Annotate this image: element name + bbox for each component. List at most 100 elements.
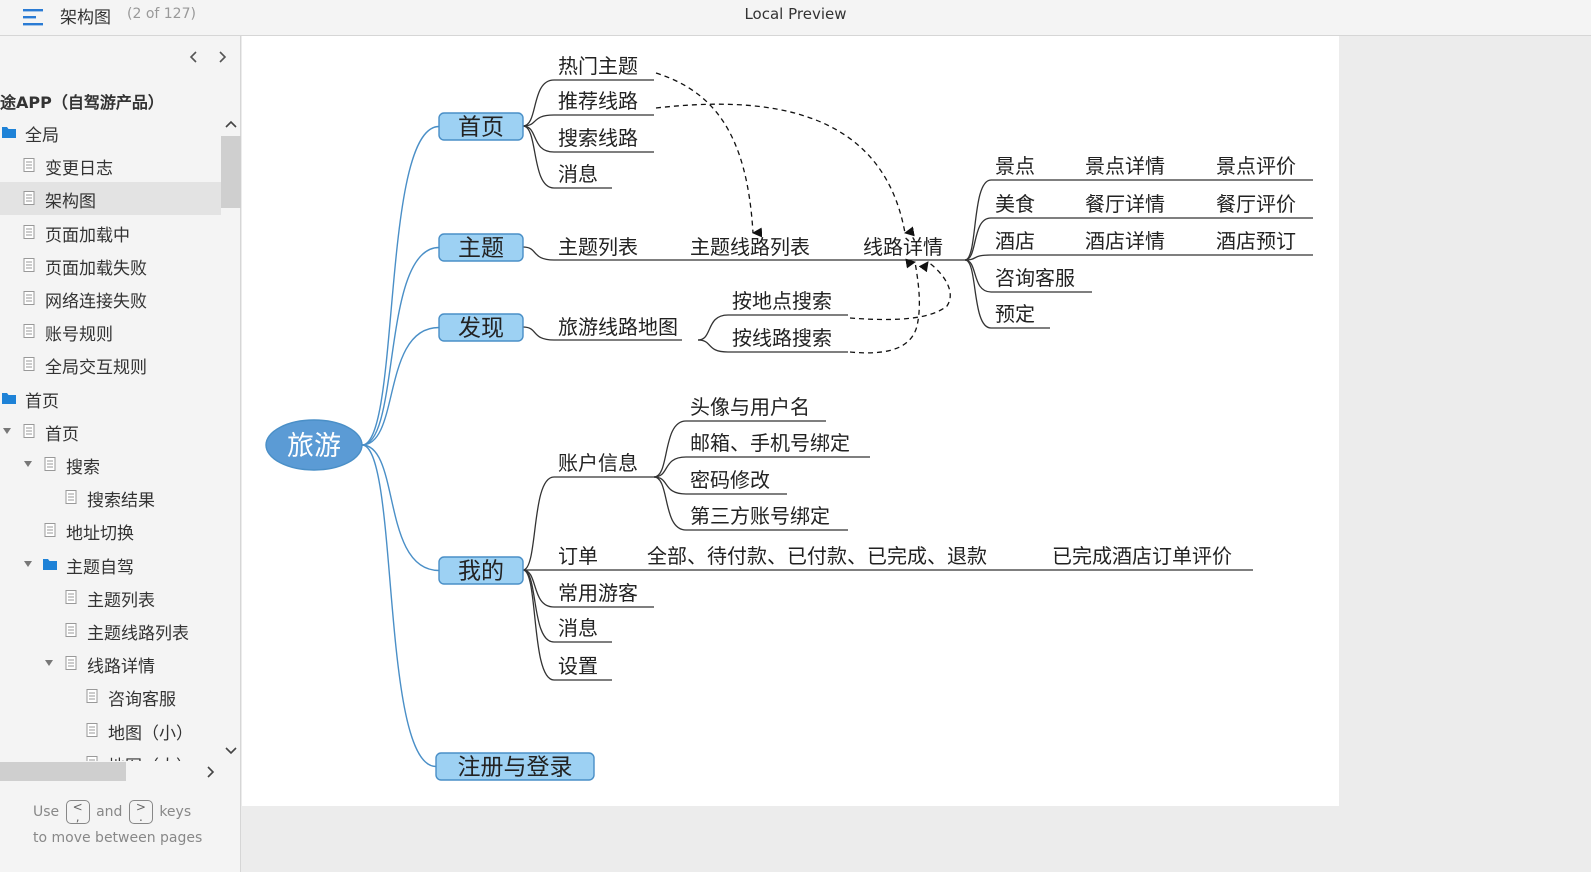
connector-line [522,326,555,341]
page-tree: 全局变更日志架构图页面加载中页面加载失败网络连接失败账号规则全局交互规则首页首页… [0,116,221,761]
tree-item-label: 地址切换 [66,524,134,545]
page-icon [23,257,35,272]
expand-caret-icon[interactable] [45,660,53,667]
expand-caret-icon[interactable] [24,560,32,567]
tree-item-11[interactable]: 搜索结果 [0,481,221,514]
leaf-connector [653,456,687,478]
leaf-connector [522,125,555,189]
previous-page-button[interactable] [185,46,203,68]
page-icon [23,224,35,239]
folder-icon [2,127,16,138]
leaf-connector [697,314,729,341]
branch-connector [361,326,440,446]
tree-item-7[interactable]: 全局交互规则 [0,348,221,381]
node-label: 头像与用户名 [690,395,810,419]
node-label: 主题列表 [558,235,638,259]
node-label: 密码修改 [690,468,770,492]
node-label: 线路详情 [863,235,943,259]
scroll-up-icon[interactable] [224,118,238,132]
page-icon [65,623,77,637]
node-label: 餐厅详情 [1085,192,1165,216]
branch-node-topic-label: 主题 [458,236,504,262]
tree-item-1[interactable]: 变更日志 [0,149,221,182]
dashed-arrow [655,72,763,238]
expand-caret-icon[interactable] [3,427,11,434]
tree-item-label: 主题线路列表 [87,624,189,644]
tree-item-15[interactable]: 主题线路列表 [0,614,221,647]
page-icon [23,324,35,339]
tree-item-6[interactable]: 账号规则 [0,315,221,348]
tree-item-label: 咨询客服 [108,690,176,711]
connector-line [522,476,555,571]
tree-item-label: 页面加载中 [45,225,130,246]
tree-item-9[interactable]: 首页 [0,415,221,448]
leaf-connector [653,476,687,531]
menu-icon[interactable] [22,6,44,28]
tree-item-3[interactable]: 页面加载中 [0,216,221,249]
architecture-mindmap: 旅游首页主题发现我的注册与登录热门主题推荐线路搜索线路消息主题列表主题线路列表线… [265,54,1313,781]
node-label: 景点 [995,154,1035,178]
branch-node-discover-label: 发现 [458,316,504,342]
node-label: 按线路搜索 [732,326,832,350]
scroll-down-icon[interactable] [224,743,238,757]
root-node [265,419,363,471]
tree-item-17[interactable]: 咨询客服 [0,680,221,713]
detail-connector [964,217,992,261]
vertical-scroll-thumb[interactable] [221,136,241,208]
node-label: 酒店预订 [1216,229,1296,253]
tree-item-10[interactable]: 搜索 [0,448,221,481]
page-icon [86,722,98,737]
tree-item-18[interactable]: 地图（小） [0,714,221,747]
tree-item-13[interactable]: 主题自驾 [0,548,221,581]
detail-connector [964,254,992,261]
tree-item-14[interactable]: 主题列表 [0,581,221,614]
tree-item-label: 地图（小） [108,723,193,744]
dashed-arrow [849,261,951,321]
branch-node-home-label: 首页 [458,115,504,141]
node-label: 预定 [995,302,1035,326]
page-count: (2 of 127) [127,6,196,22]
tree-item-0[interactable]: 全局 [0,116,221,149]
next-key-icon: >. [128,800,153,824]
tree-item-4[interactable]: 页面加载失败 [0,249,221,282]
vertical-scrollbar[interactable] [221,116,241,761]
page-icon [23,291,35,305]
expand-caret-icon[interactable] [24,461,32,467]
folder-icon [43,558,57,570]
tree-item-label: 线路详情 [87,657,155,678]
top-bar: 架构图 (2 of 127) Local Preview [0,0,1591,36]
next-page-button[interactable] [213,46,231,68]
tree-item-label: 主题列表 [87,590,155,611]
page-icon [44,457,56,471]
tree-item-2[interactable]: 架构图 [0,182,221,216]
tree-item-12[interactable]: 地址切换 [0,514,221,547]
tree-item-5[interactable]: 网络连接失败 [0,282,221,315]
tree-item-label: 页面加载失败 [45,258,147,279]
root-node-label: 旅游 [287,431,341,462]
tree-item-label: 网络连接失败 [45,292,147,312]
tree-item-8[interactable]: 首页 [0,382,221,415]
node-label: 账户信息 [558,451,638,475]
node-label: 按地点搜索 [732,289,832,313]
branch-connector [361,444,440,572]
node-label: 美食 [995,192,1035,216]
page-icon [86,755,98,761]
branch-connector [361,246,440,446]
branch-node-mine-label: 我的 [458,559,504,585]
branch-node-auth-label: 注册与登录 [458,755,573,781]
page-icon [23,357,35,372]
sidebar: 途APP（自驾游产品） 全局变更日志架构图页面加载中页面加载失败网络连接失败账号… [0,36,241,872]
tree-item-19[interactable]: 地图（大） [0,747,221,761]
tree-item-label: 地图（大） [108,752,193,761]
tree-item-label: 架构图 [45,192,96,213]
horizontal-scroll-thumb[interactable] [0,762,126,781]
doc-title: 架构图 [60,8,111,28]
node-label: 咨询客服 [995,266,1075,290]
tree-item-16[interactable]: 线路详情 [0,647,221,680]
hint-and: and [96,804,123,820]
scroll-right-icon[interactable] [203,765,217,779]
branch-node-discover [438,313,524,342]
node-label: 主题线路列表 [690,235,810,259]
detail-connector [964,259,992,329]
node-label: 景点评价 [1216,154,1296,178]
